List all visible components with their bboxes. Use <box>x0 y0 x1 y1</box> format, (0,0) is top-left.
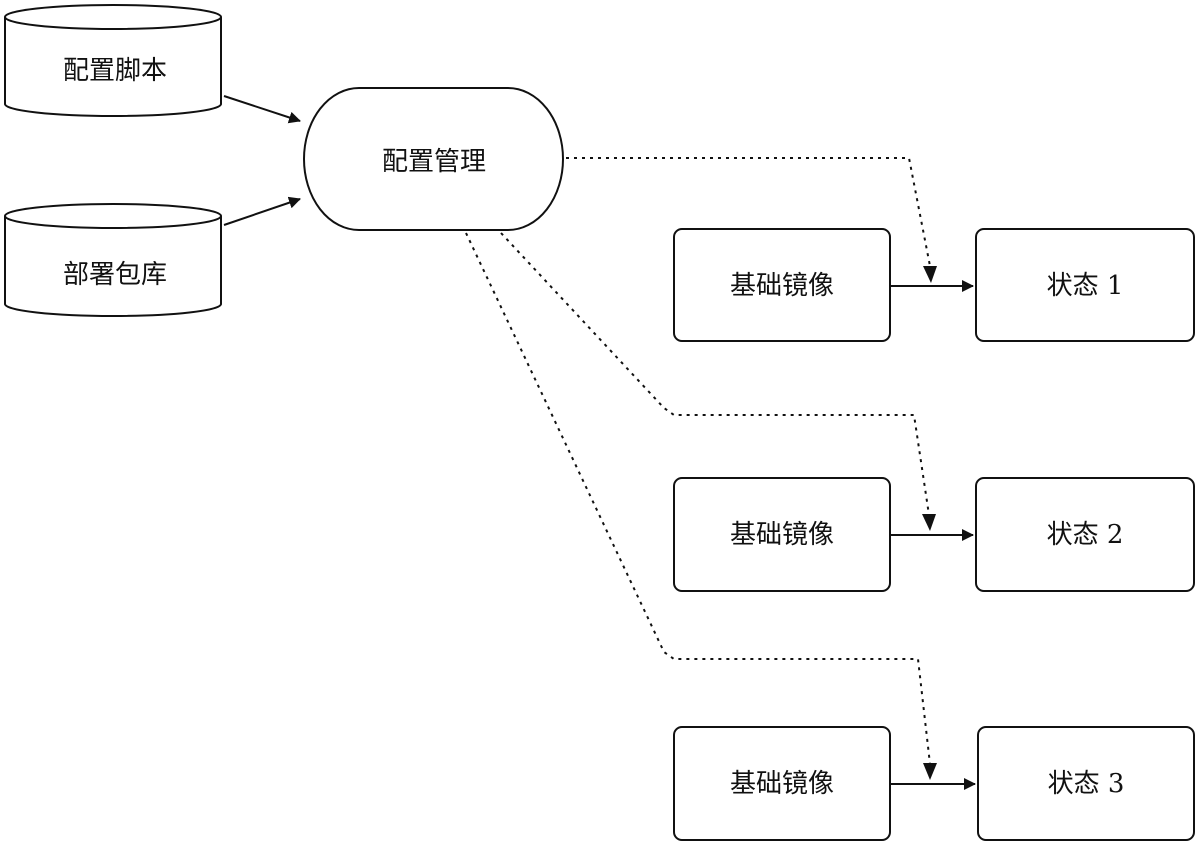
base-image-node-1: 基础镜像 <box>673 228 891 342</box>
base-image-node-2: 基础镜像 <box>673 477 891 592</box>
deploy-repo-node: 部署包库 <box>4 203 222 317</box>
config-script-node: 配置脚本 <box>4 4 222 117</box>
base-image-label-3: 基础镜像 <box>730 769 834 799</box>
edge-mgmt-to-state-1 <box>566 157 931 267</box>
edge-mgmt-to-state-2-head <box>922 514 936 531</box>
state-label-3: 状态 3 <box>1048 769 1125 799</box>
deploy-repo-label: 部署包库 <box>63 260 167 290</box>
config-script-label: 配置脚本 <box>63 56 167 86</box>
config-mgmt-node: 配置管理 <box>303 87 564 231</box>
state-label-1: 状态 1 <box>1047 271 1124 301</box>
edge-deploy-repo-to-mgmt <box>223 196 301 226</box>
edge-mgmt-to-state-3-head <box>923 763 937 780</box>
base-image-node-3: 基础镜像 <box>673 726 891 841</box>
base-image-label-1: 基础镜像 <box>730 271 834 301</box>
state-node-3: 状态 3 <box>977 726 1195 841</box>
edge-mgmt-to-state-1-head <box>923 266 937 283</box>
edge-config-script-to-mgmt <box>223 95 301 124</box>
config-mgmt-label: 配置管理 <box>382 147 486 177</box>
edge-mgmt-to-state-3 <box>465 232 931 765</box>
base-image-label-2: 基础镜像 <box>730 520 834 550</box>
state-node-1: 状态 1 <box>975 228 1195 342</box>
state-label-2: 状态 2 <box>1047 520 1124 550</box>
state-node-2: 状态 2 <box>975 477 1195 592</box>
